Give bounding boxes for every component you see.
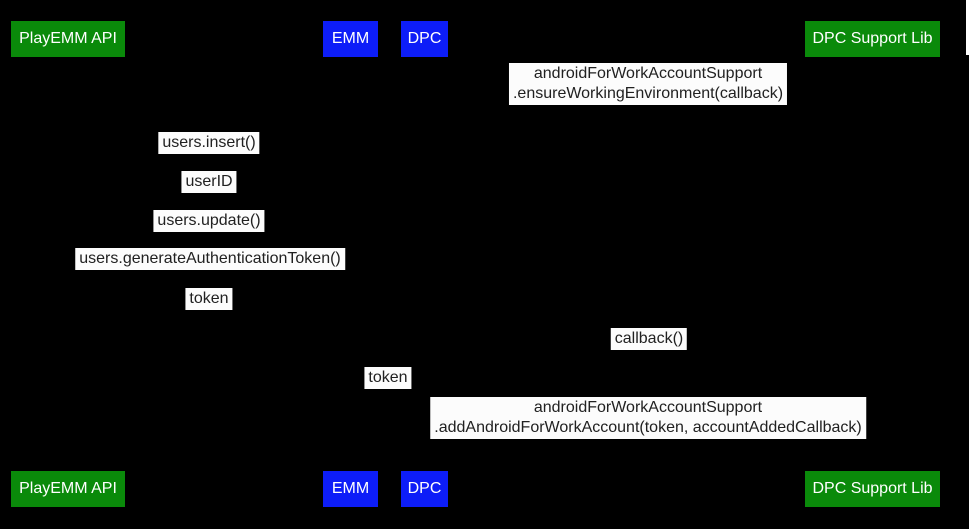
message-line: token — [189, 290, 229, 307]
message-line: users.generateAuthenticationToken() — [79, 250, 341, 267]
message-line: .addAndroidForWorkAccount(token, account… — [434, 419, 862, 436]
message-line: token — [368, 369, 408, 386]
message-callback: callback() — [610, 328, 688, 350]
lifeline-play-emm-api — [68, 58, 69, 471]
message-line: .ensureWorkingEnvironment(callback) — [512, 85, 784, 102]
message-token-to-dpc: token — [364, 367, 412, 389]
participant-emm-bottom: EMM — [323, 471, 378, 507]
participant-play-emm-api-top: PlayEMM API — [11, 21, 125, 57]
message-line: users.update() — [157, 212, 261, 229]
participant-emm-top: EMM — [323, 21, 378, 57]
participant-play-emm-api-bottom: PlayEMM API — [11, 471, 125, 507]
message-add-android-for-work-account: androidForWorkAccountSupport .addAndroid… — [430, 397, 866, 439]
participant-dpc-bottom: DPC — [401, 471, 448, 507]
message-ensure-working-environment: androidForWorkAccountSupport .ensureWork… — [508, 63, 788, 105]
message-line: userID — [185, 173, 233, 190]
message-users-insert: users.insert() — [158, 132, 260, 154]
message-users-update: users.update() — [153, 210, 265, 232]
lifeline-emm — [350, 58, 351, 471]
message-line: callback() — [614, 330, 684, 347]
message-token-to-emm: token — [185, 288, 233, 310]
lifeline-dpc — [424, 58, 425, 471]
scrollbar-thumb[interactable] — [966, 0, 969, 55]
participant-dpc-support-lib-top: DPC Support Lib — [805, 21, 940, 57]
lifeline-dpc-support-lib — [872, 58, 873, 471]
participant-dpc-top: DPC — [401, 21, 448, 57]
message-user-id: userID — [181, 171, 237, 193]
message-line: androidForWorkAccountSupport — [533, 65, 763, 82]
message-line: users.insert() — [162, 134, 256, 151]
message-generate-authentication-token: users.generateAuthenticationToken() — [75, 248, 345, 270]
message-line: androidForWorkAccountSupport — [533, 399, 763, 416]
participant-dpc-support-lib-bottom: DPC Support Lib — [805, 471, 940, 507]
